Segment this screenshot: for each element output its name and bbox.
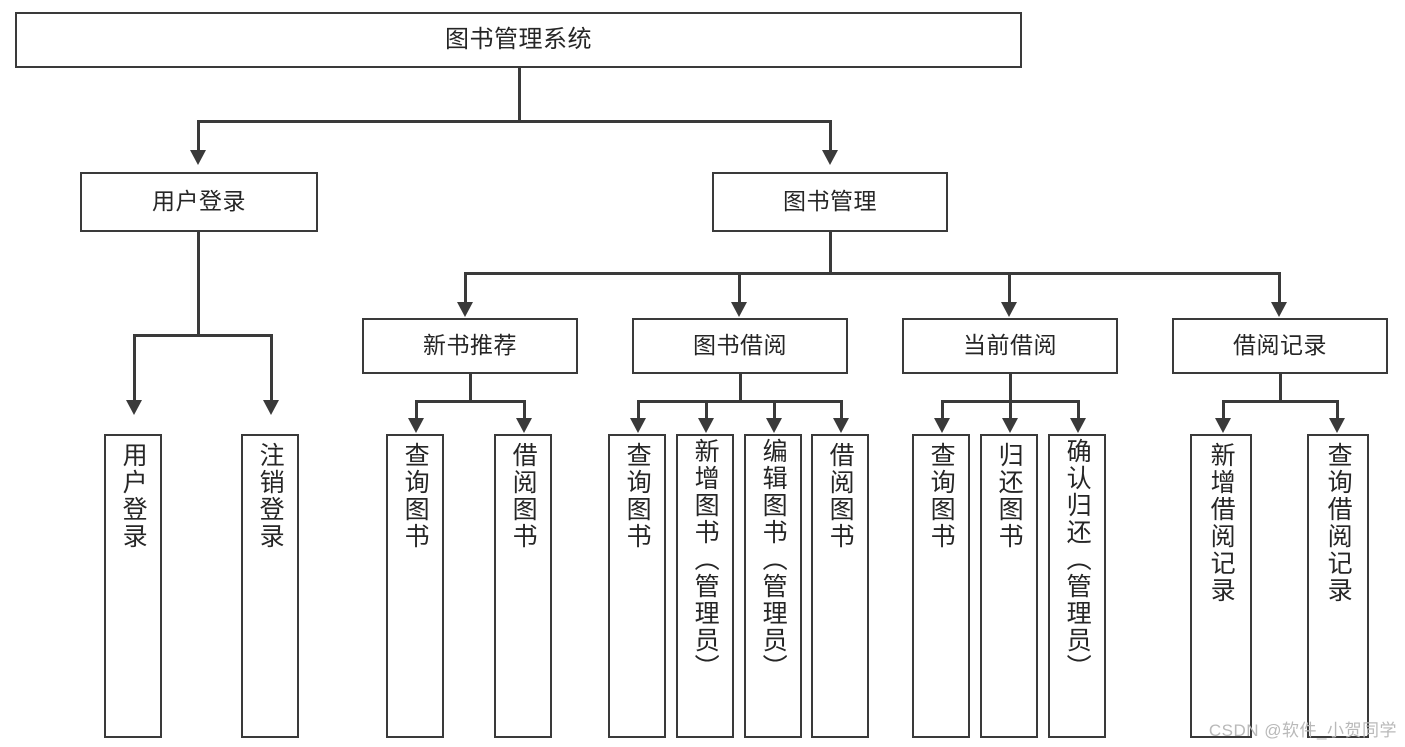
- arrowhead-book-borrow-to-leaf-4: [833, 418, 849, 433]
- node-label: 用户登录: [119, 442, 148, 550]
- connector-book-borrow-to-leaf-2: [705, 400, 708, 420]
- connector-new-book-to-leaf-1: [415, 400, 418, 420]
- arrowhead-root-to-user-login: [190, 150, 206, 165]
- arrowhead-new-book-to-leaf-2: [516, 418, 532, 433]
- arrowhead-book-manage-to-current-borrow: [1001, 302, 1017, 317]
- connector-book-manage-to-new-book: [464, 272, 467, 304]
- connector-current-borrow-to-leaf-1: [941, 400, 944, 420]
- node-label: 新增图书（管理员）: [691, 438, 720, 681]
- arrowhead-book-manage-to-new-book: [457, 302, 473, 317]
- arrowhead-book-borrow-to-leaf-2: [698, 418, 714, 433]
- connector-book-manage-to-book-borrow: [738, 272, 741, 304]
- arrowhead-new-book-to-leaf-1: [408, 418, 424, 433]
- connector-current-borrow-to-leaf-3: [1077, 400, 1080, 420]
- node-book-manage[interactable]: 图书管理: [712, 172, 948, 232]
- arrowhead-current-borrow-to-leaf-3: [1070, 418, 1086, 433]
- node-label: 查询借阅记录: [1324, 442, 1353, 604]
- connector-borrow-record-to-leaf-2: [1336, 400, 1339, 420]
- node-user-login[interactable]: 用户登录: [80, 172, 318, 232]
- node-label: 图书管理系统: [445, 25, 592, 53]
- node-borrow-record[interactable]: 借阅记录: [1172, 318, 1388, 374]
- connector-user-login-bar: [133, 334, 272, 337]
- leaf-add-record[interactable]: 新增借阅记录: [1190, 434, 1252, 738]
- arrowhead-book-borrow-to-leaf-1: [630, 418, 646, 433]
- connector-user-login-to-leaf-2: [270, 334, 273, 402]
- arrowhead-user-login-to-leaf-2: [263, 400, 279, 415]
- connector-current-borrow-stem: [1009, 374, 1012, 402]
- node-label: 用户登录: [152, 188, 246, 215]
- arrowhead-root-to-book-manage: [822, 150, 838, 165]
- connector-book-manage-stem: [829, 232, 832, 274]
- node-current-borrow[interactable]: 当前借阅: [902, 318, 1118, 374]
- leaf-query-record[interactable]: 查询借阅记录: [1307, 434, 1369, 738]
- node-label: 借阅记录: [1233, 332, 1327, 359]
- connector-root-to-book-manage: [829, 120, 832, 152]
- leaf-query-book-2[interactable]: 查询图书: [608, 434, 666, 738]
- arrowhead-borrow-record-to-leaf-2: [1329, 418, 1345, 433]
- node-label: 借阅图书: [826, 442, 855, 550]
- connector-book-borrow-stem: [739, 374, 742, 402]
- arrowhead-borrow-record-to-leaf-1: [1215, 418, 1231, 433]
- node-label: 图书管理: [783, 188, 877, 215]
- leaf-confirm-return[interactable]: 确认归还（管理员）: [1048, 434, 1106, 738]
- leaf-user-login[interactable]: 用户登录: [104, 434, 162, 738]
- connector-current-borrow-to-leaf-2: [1009, 400, 1012, 420]
- connector-book-manage-bar: [464, 272, 1280, 275]
- connector-book-borrow-to-leaf-4: [840, 400, 843, 420]
- connector-book-borrow-to-leaf-1: [637, 400, 640, 420]
- node-label: 归还图书: [995, 442, 1024, 550]
- arrowhead-book-manage-to-borrow-record: [1271, 302, 1287, 317]
- connector-user-login-stem: [197, 232, 200, 336]
- arrowhead-current-borrow-to-leaf-2: [1002, 418, 1018, 433]
- node-label: 查询图书: [927, 442, 956, 550]
- node-label: 借阅图书: [509, 442, 538, 550]
- leaf-borrow-book-1[interactable]: 借阅图书: [494, 434, 552, 738]
- node-label: 查询图书: [623, 442, 652, 550]
- node-label: 查询图书: [401, 442, 430, 550]
- leaf-add-book[interactable]: 新增图书（管理员）: [676, 434, 734, 738]
- leaf-return-book[interactable]: 归还图书: [980, 434, 1038, 738]
- connector-new-book-bar: [415, 400, 525, 403]
- connector-book-borrow-to-leaf-3: [773, 400, 776, 420]
- connector-new-book-to-leaf-2: [523, 400, 526, 420]
- node-label: 图书借阅: [693, 332, 787, 359]
- leaf-borrow-book-2[interactable]: 借阅图书: [811, 434, 869, 738]
- node-label: 编辑图书（管理员）: [759, 438, 788, 681]
- connector-root-bar: [197, 120, 831, 123]
- connector-borrow-record-stem: [1279, 374, 1282, 402]
- arrowhead-book-manage-to-book-borrow: [731, 302, 747, 317]
- connector-borrow-record-bar: [1222, 400, 1338, 403]
- connector-book-borrow-bar: [637, 400, 842, 403]
- connector-book-manage-to-borrow-record: [1278, 272, 1281, 304]
- node-label: 当前借阅: [963, 332, 1057, 359]
- leaf-edit-book[interactable]: 编辑图书（管理员）: [744, 434, 802, 738]
- connector-borrow-record-to-leaf-1: [1222, 400, 1225, 420]
- node-root-system[interactable]: 图书管理系统: [15, 12, 1022, 68]
- connector-user-login-to-leaf-1: [133, 334, 136, 402]
- arrowhead-user-login-to-leaf-1: [126, 400, 142, 415]
- connector-book-manage-to-current-borrow: [1008, 272, 1011, 304]
- node-label: 新增借阅记录: [1207, 442, 1236, 604]
- leaf-logout-login[interactable]: 注销登录: [241, 434, 299, 738]
- leaf-query-book-3[interactable]: 查询图书: [912, 434, 970, 738]
- arrowhead-book-borrow-to-leaf-3: [766, 418, 782, 433]
- leaf-query-book-1[interactable]: 查询图书: [386, 434, 444, 738]
- node-label: 确认归还（管理员）: [1063, 438, 1092, 681]
- arrowhead-current-borrow-to-leaf-1: [934, 418, 950, 433]
- node-label: 新书推荐: [423, 332, 517, 359]
- connector-root-stem: [518, 68, 521, 120]
- connector-root-to-user-login: [197, 120, 200, 152]
- node-book-borrow[interactable]: 图书借阅: [632, 318, 848, 374]
- node-label: 注销登录: [256, 442, 285, 550]
- node-new-book-recommend[interactable]: 新书推荐: [362, 318, 578, 374]
- csdn-watermark: CSDN @软件_小贺同学: [1208, 721, 1397, 740]
- connector-new-book-stem: [469, 374, 472, 402]
